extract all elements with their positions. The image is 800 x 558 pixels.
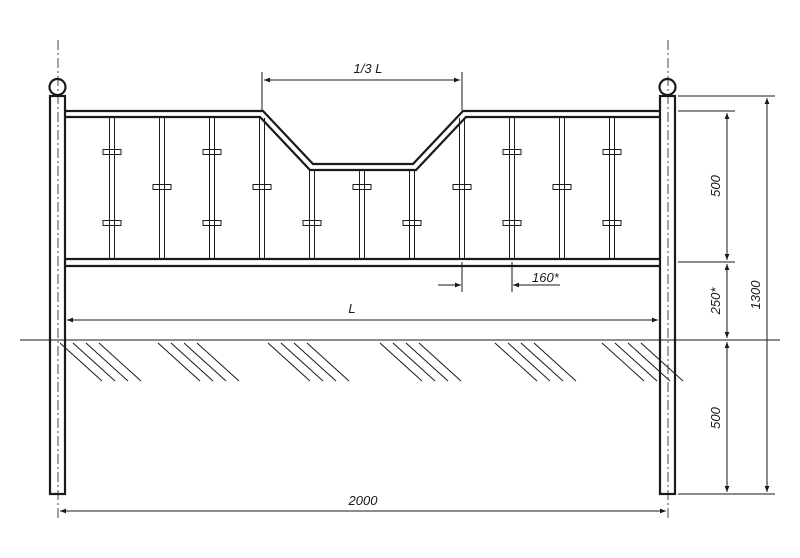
right-post-cap xyxy=(658,77,677,97)
hatch-line xyxy=(614,342,658,382)
picket-clamp xyxy=(152,184,172,190)
post-centerlines xyxy=(57,40,669,520)
dimension-extension-lines xyxy=(678,95,775,495)
picket xyxy=(302,170,322,259)
picket xyxy=(102,117,122,259)
left-post xyxy=(48,77,67,496)
third-span-label: 1/3 L xyxy=(354,61,383,76)
hatch-line xyxy=(533,342,577,382)
hatch-line xyxy=(157,342,201,382)
hatch-line xyxy=(306,342,350,382)
picket xyxy=(252,118,272,259)
picket-clamp xyxy=(302,220,322,226)
picket xyxy=(152,117,172,259)
picket-clamp xyxy=(252,184,272,190)
hatch-line xyxy=(293,342,337,382)
dimension-gap-height: 250* xyxy=(708,264,730,338)
dimension-total-height: 1300 xyxy=(748,98,770,492)
hatch-line xyxy=(196,342,240,382)
picket-clamp xyxy=(402,220,422,226)
total-length-label: 2000 xyxy=(348,493,379,508)
hatch-line xyxy=(507,342,551,382)
total-height-label: 1300 xyxy=(748,280,763,310)
picket-clamp xyxy=(202,220,222,226)
post-depth-label: 500 xyxy=(708,406,723,428)
picket-clamp xyxy=(502,149,522,155)
ground-hatching xyxy=(59,342,684,382)
dimension-post-depth: 500 xyxy=(708,342,730,492)
left-post-cap xyxy=(48,77,67,97)
dimension-picket-spacing: 160* xyxy=(438,262,560,292)
picket xyxy=(402,170,422,259)
picket xyxy=(602,117,622,259)
picket-clamp xyxy=(202,149,222,155)
picket xyxy=(552,117,572,259)
picket-clamp xyxy=(502,220,522,226)
hatch-line xyxy=(59,342,103,382)
span-label: L xyxy=(348,301,355,316)
dimension-span: L xyxy=(67,301,658,323)
ground xyxy=(20,339,780,382)
hatch-line xyxy=(72,342,116,382)
hatch-line xyxy=(98,342,142,382)
hatch-line xyxy=(405,342,449,382)
picket-clamp xyxy=(102,149,122,155)
picket xyxy=(202,117,222,259)
picket-clamp xyxy=(102,220,122,226)
picket-clamp xyxy=(602,149,622,155)
picket-clamp xyxy=(552,184,572,190)
picket xyxy=(452,118,472,259)
hatch-line xyxy=(280,342,324,382)
hatch-line xyxy=(494,342,538,382)
hatch-line xyxy=(170,342,214,382)
hatch-line xyxy=(85,342,129,382)
right-post xyxy=(658,77,677,496)
hatch-line xyxy=(267,342,311,382)
hatch-line xyxy=(520,342,564,382)
bottom-rail xyxy=(65,257,660,268)
picket-clamp xyxy=(352,184,372,190)
picket xyxy=(502,117,522,259)
picket-clamp xyxy=(602,220,622,226)
picket-clamp xyxy=(452,184,472,190)
hatch-line xyxy=(418,342,462,382)
dimension-third-span: 1/3 L xyxy=(261,61,463,110)
dimension-upper-height: 500 xyxy=(708,113,730,260)
hatch-line xyxy=(183,342,227,382)
picket-spacing-label: 160* xyxy=(532,270,560,285)
picket xyxy=(352,170,372,259)
hatch-line xyxy=(601,342,645,382)
hatch-line xyxy=(627,342,671,382)
hatch-line xyxy=(379,342,423,382)
hatch-line xyxy=(640,342,684,382)
top-rail xyxy=(65,109,660,172)
hatch-line xyxy=(392,342,436,382)
gap-height-label: 250* xyxy=(708,287,723,316)
pickets xyxy=(102,117,622,259)
dimension-total-length: 2000 xyxy=(60,493,666,514)
upper-height-label: 500 xyxy=(708,174,723,196)
